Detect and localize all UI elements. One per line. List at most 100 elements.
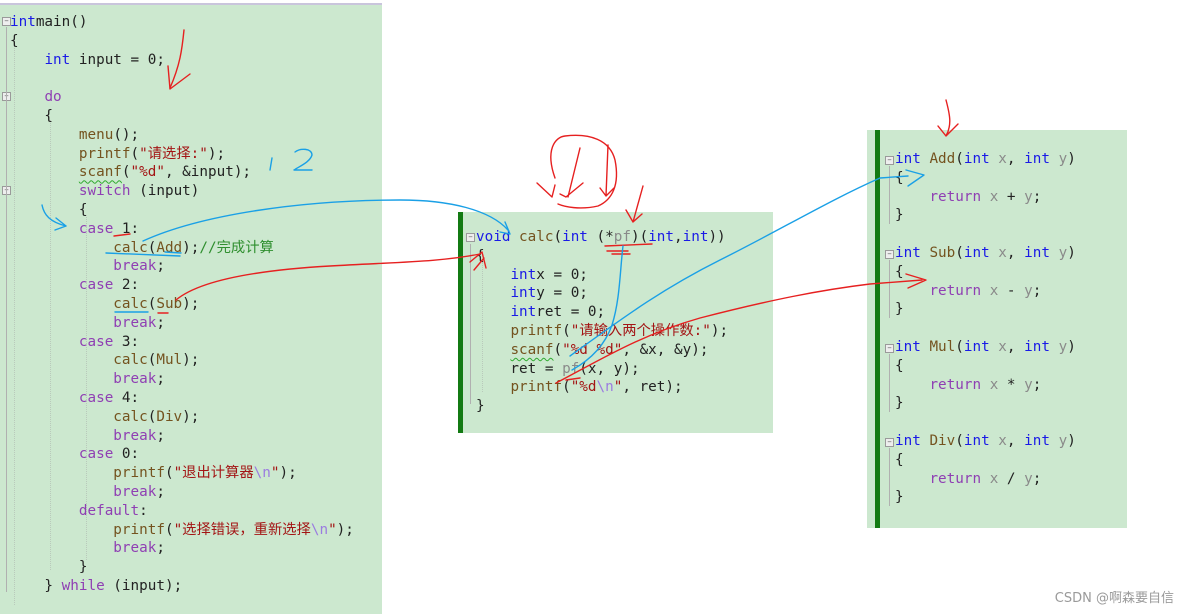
code-line[interactable]: } xyxy=(895,488,1076,507)
code-line[interactable] xyxy=(10,69,354,88)
code-token: } xyxy=(476,398,485,415)
code-line[interactable]: scanf("%d", &input); xyxy=(10,163,354,182)
code-line[interactable]: menu(); xyxy=(10,126,354,145)
code-line[interactable]: } xyxy=(895,206,1076,225)
code-line[interactable]: int Add(int x, int y) xyxy=(895,150,1076,169)
code-line[interactable]: intx = 0; xyxy=(476,266,728,285)
code-line[interactable]: do xyxy=(10,88,354,107)
code-line[interactable]: { xyxy=(10,32,354,51)
code-editor-main[interactable]: intmain(){ int input = 0; do { menu(); p… xyxy=(10,13,354,596)
code-token: { xyxy=(895,451,904,468)
code-token: x xyxy=(981,282,999,299)
code-token xyxy=(476,342,510,358)
code-line[interactable]: } xyxy=(895,394,1076,413)
code-token: int xyxy=(963,245,990,261)
code-token: Sub xyxy=(929,245,956,261)
code-line[interactable]: int Mul(int x, int y) xyxy=(895,338,1076,357)
code-line[interactable]: intret = 0; xyxy=(476,303,728,322)
code-token xyxy=(510,229,519,245)
code-line[interactable]: break; xyxy=(10,427,354,446)
code-line[interactable]: break; xyxy=(10,370,354,389)
code-line[interactable]: { xyxy=(895,451,1076,470)
code-token: pf xyxy=(613,229,631,245)
code-token: (input); xyxy=(104,577,183,594)
code-line[interactable]: { xyxy=(895,357,1076,376)
code-line[interactable]: scanf("%d %d", &x, &y); xyxy=(476,341,728,360)
code-line[interactable]: calc(Add);//完成计算 xyxy=(10,239,354,258)
code-line[interactable]: return x + y; xyxy=(895,188,1076,207)
code-line[interactable]: return x * y; xyxy=(895,376,1076,395)
code-line[interactable]: int Sub(int x, int y) xyxy=(895,244,1076,263)
code-line[interactable]: { xyxy=(476,247,728,266)
code-line[interactable]: int Div(int x, int y) xyxy=(895,432,1076,451)
code-line[interactable]: break; xyxy=(10,257,354,276)
code-line[interactable]: { xyxy=(10,107,354,126)
outline-guide xyxy=(889,448,890,506)
code-token: int xyxy=(510,285,537,302)
code-line[interactable]: printf("%d\n", ret); xyxy=(476,378,728,397)
fold-toggle-icon[interactable]: − xyxy=(885,344,894,353)
code-line[interactable]: ret = pf(x, y); xyxy=(476,360,728,379)
code-token: " xyxy=(270,465,280,482)
code-line[interactable]: } xyxy=(476,397,728,416)
code-token: + xyxy=(998,188,1025,205)
fold-toggle-icon[interactable]: − xyxy=(885,156,894,165)
fold-toggle-icon[interactable]: − xyxy=(885,250,894,259)
indent-guide xyxy=(50,120,51,570)
code-line[interactable]: break; xyxy=(10,539,354,558)
code-token: case xyxy=(78,333,114,350)
code-token: case xyxy=(78,446,114,463)
fold-toggle-icon[interactable]: − xyxy=(2,17,11,26)
code-line[interactable]: break; xyxy=(10,314,354,333)
code-line[interactable]: printf("退出计算器\n"); xyxy=(10,464,354,483)
fold-toggle-icon[interactable]: − xyxy=(885,438,894,447)
code-line[interactable]: { xyxy=(10,201,354,220)
code-line[interactable]: printf("选择错误，重新选择\n"); xyxy=(10,521,354,540)
code-line[interactable]: calc(Div); xyxy=(10,408,354,427)
code-line[interactable]: case 1: xyxy=(10,220,354,239)
code-line[interactable]: calc(Mul); xyxy=(10,351,354,370)
code-line[interactable]: void calc(int (*pf)(int,int)) xyxy=(476,228,728,247)
code-token: scanf xyxy=(78,164,122,181)
code-line[interactable]: } while (input); xyxy=(10,577,354,596)
code-line[interactable]: } xyxy=(10,558,354,577)
code-token: void xyxy=(476,229,511,245)
code-line[interactable]: return x / y; xyxy=(895,470,1076,489)
fold-toggle-icon[interactable]: − xyxy=(466,233,475,242)
code-token: x xyxy=(989,433,1007,449)
code-token: printf xyxy=(113,465,165,482)
code-line[interactable]: intmain() xyxy=(10,13,354,32)
code-line[interactable]: case 0: xyxy=(10,445,354,464)
function-div: int Div(int x, int y){ return x / y;} xyxy=(895,432,1076,507)
code-line[interactable]: printf("请选择:"); xyxy=(10,145,354,164)
code-line[interactable]: inty = 0; xyxy=(476,284,728,303)
code-token: case xyxy=(78,277,114,294)
code-line[interactable]: { xyxy=(895,263,1076,282)
code-token: return xyxy=(929,282,982,299)
code-token xyxy=(10,522,113,538)
code-line[interactable]: printf("请输入两个操作数:"); xyxy=(476,322,728,341)
code-token: int xyxy=(682,229,709,245)
code-token: calc xyxy=(113,352,148,369)
code-line[interactable]: case 3: xyxy=(10,333,354,352)
code-token: , &input); xyxy=(164,164,252,181)
code-token: , ret); xyxy=(622,379,683,396)
code-line[interactable]: switch (input) xyxy=(10,182,354,201)
code-line[interactable]: calc(Sub); xyxy=(10,295,354,314)
code-line[interactable]: default: xyxy=(10,502,354,521)
code-line[interactable]: int input = 0; xyxy=(10,51,354,70)
code-line[interactable]: case 2: xyxy=(10,276,354,295)
code-token: ) xyxy=(1067,433,1076,449)
code-line[interactable]: { xyxy=(895,169,1076,188)
code-editor-calc[interactable]: void calc(int (*pf)(int,int)){ intx = 0;… xyxy=(476,228,728,416)
code-line[interactable]: case 4: xyxy=(10,389,354,408)
code-line[interactable]: } xyxy=(895,300,1076,319)
code-token: int xyxy=(510,266,537,283)
code-token: ; xyxy=(1032,470,1042,487)
code-line[interactable]: return x - y; xyxy=(895,282,1076,301)
code-token: ( xyxy=(955,433,964,449)
code-token xyxy=(895,189,929,205)
code-token: ); xyxy=(279,465,297,482)
code-token: ) xyxy=(1067,151,1076,167)
code-line[interactable]: break; xyxy=(10,483,354,502)
